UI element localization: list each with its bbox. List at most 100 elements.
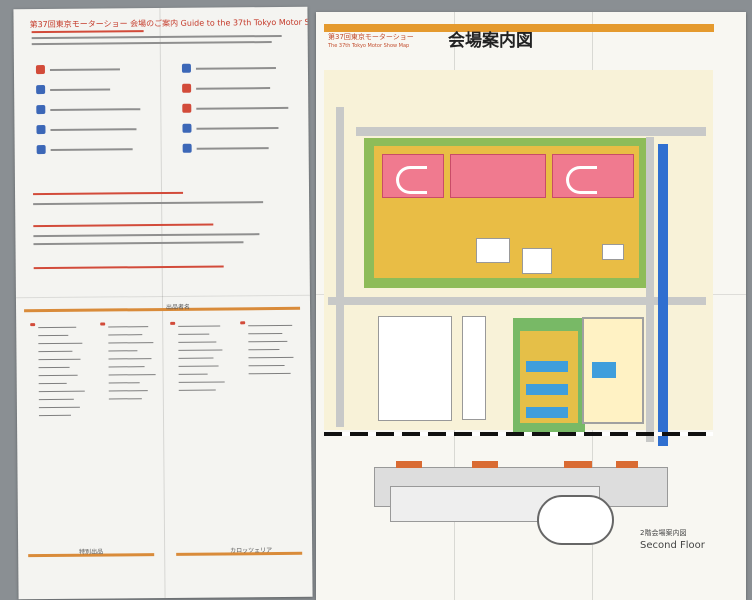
service-text-line [196, 87, 271, 90]
west-side-building [378, 316, 452, 421]
exhibitor-entry-line [38, 366, 70, 369]
exhibitor-entry-line [248, 340, 288, 343]
exhibitor-entry-line [178, 325, 221, 327]
guide-intro-line [31, 34, 282, 40]
exhibition-hall [450, 154, 546, 198]
central-building [476, 238, 510, 263]
notice-line [33, 233, 260, 238]
second-floor-title-english: Second Floor [640, 540, 705, 551]
exhibitor-entry-line [108, 334, 143, 336]
special-exhibit-heading: 特別出品 [79, 548, 104, 556]
information-icon [181, 63, 191, 73]
exhibitor-list-heading: 出品者名 [166, 303, 191, 311]
exhibitor-entry-line [38, 406, 80, 409]
parking-blue-zone [592, 362, 616, 378]
service-text-line [49, 68, 120, 71]
hall-marker [240, 321, 246, 325]
exhibitor-entry-line [38, 326, 77, 329]
phone-icon [36, 105, 46, 115]
road [336, 107, 344, 427]
exhibitor-entry-line [248, 324, 293, 327]
left-sheet-vertical-fold [159, 8, 166, 598]
exhibitor-entry-line [38, 390, 85, 393]
exhibitor-entry-line [248, 332, 283, 335]
exhibitor-entry-line [248, 348, 280, 351]
exhibitor-entry-line [248, 372, 291, 375]
service-text-line [196, 126, 279, 130]
exhibitor-entry-line [38, 334, 69, 337]
notice-line [33, 241, 244, 246]
locker-icon [36, 125, 46, 135]
information-icon [36, 85, 46, 95]
second-floor-label [396, 461, 422, 468]
central-building [522, 248, 552, 274]
second-floor-title-japanese: 2階会場案内図 [640, 529, 687, 537]
exhibitor-entry-line [178, 381, 225, 383]
exhibitor-entry-line [178, 341, 217, 343]
station-building [462, 316, 486, 420]
exhibitor-entry-line [248, 364, 285, 367]
exhibitor-entry-line [108, 366, 145, 368]
show-title-japanese: 第37回東京モーターショー [328, 33, 414, 41]
left-guide-sheet: 第37回東京モーターショー 会場のご案内 Guide to the 37th T… [13, 6, 313, 600]
exhibit-booth [526, 384, 568, 395]
service-text-line [50, 128, 137, 131]
notice-red-line [33, 265, 224, 270]
exhibit-booth [526, 361, 568, 372]
exhibit-booth [526, 407, 568, 418]
exhibitor-entry-line [38, 414, 71, 417]
exhibitor-entry-line [248, 356, 294, 359]
venue-map-title: 会場案内図 [448, 31, 533, 51]
exhibitor-entry-line [108, 342, 154, 344]
exhibitor-entry-line [38, 350, 73, 353]
exhibitor-entry-line [178, 373, 208, 375]
exhibitor-entry-line [38, 342, 83, 345]
restroom-icon [182, 143, 192, 153]
exhibitor-entry-line [38, 398, 74, 401]
second-floor-label [616, 461, 638, 468]
guide-intro-line [31, 30, 144, 34]
notice-red-line [33, 223, 214, 228]
central-building [602, 244, 624, 260]
service-text-line [196, 147, 269, 150]
exhibitor-entry-line [38, 374, 78, 377]
hall-marker [30, 323, 36, 327]
circulation-arrow [396, 166, 427, 194]
venue-map-sheet: 第37回東京モーターショー The 37th Tokyo Motor Show … [316, 12, 746, 600]
guide-heading: 第37回東京モーターショー 会場のご案内 Guide to the 37th T… [29, 17, 313, 30]
circulation-arrow [566, 166, 597, 194]
exhibitor-entry-line [108, 398, 142, 400]
show-title-english: The 37th Tokyo Motor Show Map [328, 43, 410, 49]
service-text-line [195, 67, 276, 70]
exhibitor-entry-line [108, 326, 149, 328]
road [646, 137, 654, 442]
restaurant-icon [182, 103, 192, 113]
hall-marker [100, 322, 106, 326]
exhibitor-entry-line [108, 374, 156, 376]
second-floor-label [564, 461, 592, 468]
shop-icon [182, 123, 192, 133]
guide-intro-line [31, 41, 272, 46]
exhibitor-entry-line [108, 390, 148, 392]
exhibitor-entry-line [178, 357, 214, 359]
exhibitor-entry-line [178, 365, 219, 367]
railway [324, 432, 713, 436]
exhibitor-entry-line [108, 358, 152, 360]
service-text-line [50, 88, 111, 91]
exhibitor-entry-line [38, 358, 81, 361]
exhibitor-entry-line [178, 349, 223, 351]
exhibitor-entry-line [108, 382, 140, 384]
road [356, 127, 706, 136]
exhibitor-entry-line [178, 389, 216, 391]
exhibitor-entry-line [108, 350, 138, 352]
service-text-line [50, 108, 141, 111]
exhibitor-entry-line [38, 382, 67, 385]
notice-line [33, 201, 264, 206]
waterway [658, 144, 668, 446]
service-text-line [196, 106, 289, 110]
map-header-bar [324, 24, 714, 68]
carrozzeria-heading: カロッツェリア [230, 547, 273, 555]
service-text-line [50, 148, 133, 151]
road [328, 297, 706, 305]
